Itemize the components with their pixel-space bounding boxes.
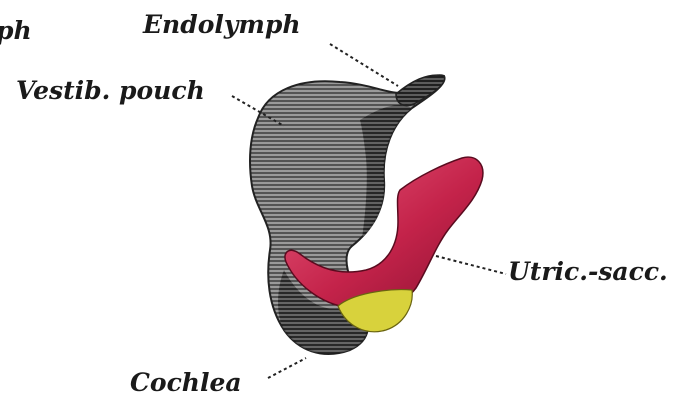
leader-cochlea xyxy=(268,358,306,378)
leader-utric-sacc xyxy=(436,256,506,274)
leader-endolymph xyxy=(330,44,398,86)
label-vestib-pouch: Vestib. pouch xyxy=(16,78,205,103)
label-endolymph: Endolymph xyxy=(143,12,301,37)
otic-vesicle-illustration xyxy=(0,0,697,389)
label-partial-top-left: ph xyxy=(0,18,32,43)
label-cochlea: Cochlea xyxy=(130,370,242,395)
label-utric-sacc: Utric.-sacc. xyxy=(508,259,668,284)
